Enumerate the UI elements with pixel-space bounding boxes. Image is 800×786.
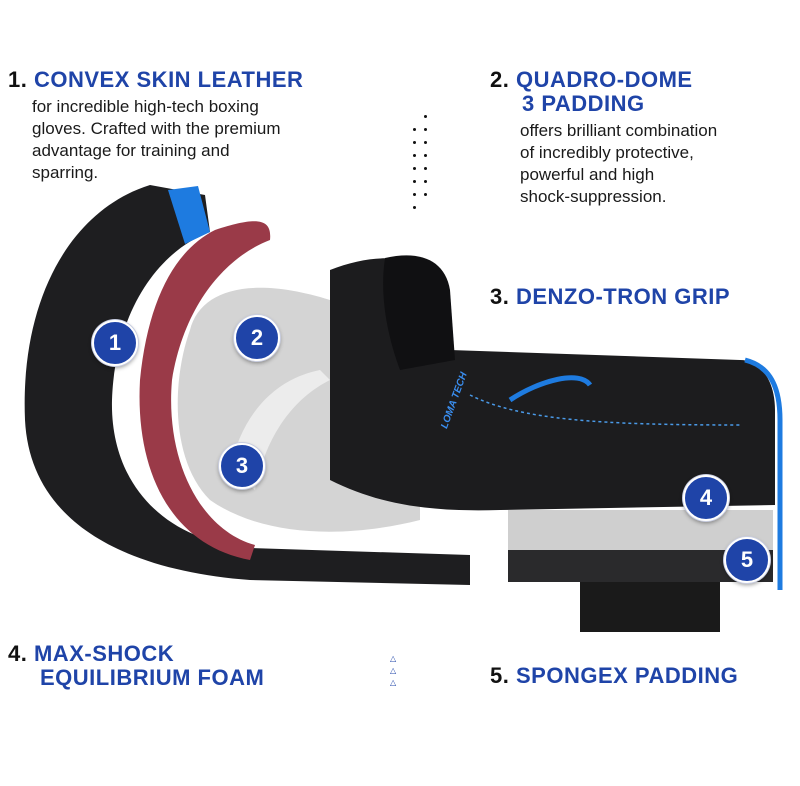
feature-number: 5.	[490, 663, 510, 688]
badge-1: 1	[92, 320, 138, 366]
badge-2: 2	[234, 315, 280, 361]
feature-number: 2.	[490, 67, 510, 92]
feature-title: DENZO-TRON GRIP	[515, 284, 731, 309]
feature-convex-skin-leather: 1. CONVEX SKIN LEATHER for incredible hi…	[8, 68, 303, 184]
feature-title: QUADRO-DOME	[515, 67, 693, 92]
badge-3: 3	[219, 443, 265, 489]
feature-description: for incredible high-tech boxing gloves. …	[32, 97, 281, 182]
triangle-icon: △	[390, 654, 397, 663]
feature-number: 4.	[8, 641, 28, 666]
feature-title-line2: 3 PADDING	[522, 91, 645, 116]
feature-title: MAX-SHOCK	[33, 641, 175, 666]
feature-title-line2: EQUILIBRIUM FOAM	[40, 665, 265, 690]
badge-4: 4	[683, 475, 729, 521]
feature-quadro-dome-padding: 2. QUADRO-DOME 3 PADDING offers brillian…	[490, 68, 717, 208]
feature-max-shock-foam: 4. MAX-SHOCK EQUILIBRIUM FOAM	[8, 642, 264, 690]
feature-denzo-tron-grip: 3. DENZO-TRON GRIP	[490, 285, 730, 309]
feature-title: SPONGEX PADDING	[515, 663, 739, 688]
triangle-icon: △	[390, 678, 397, 687]
feature-title: CONVEX SKIN LEATHER	[33, 67, 304, 92]
feature-description: offers brilliant combination of incredib…	[520, 121, 718, 206]
triangle-icon: △	[390, 666, 397, 675]
feature-number: 3.	[490, 284, 510, 309]
feature-number: 1.	[8, 67, 28, 92]
badge-5: 5	[724, 537, 770, 583]
feature-spongex-padding: 5. SPONGEX PADDING	[490, 664, 738, 688]
